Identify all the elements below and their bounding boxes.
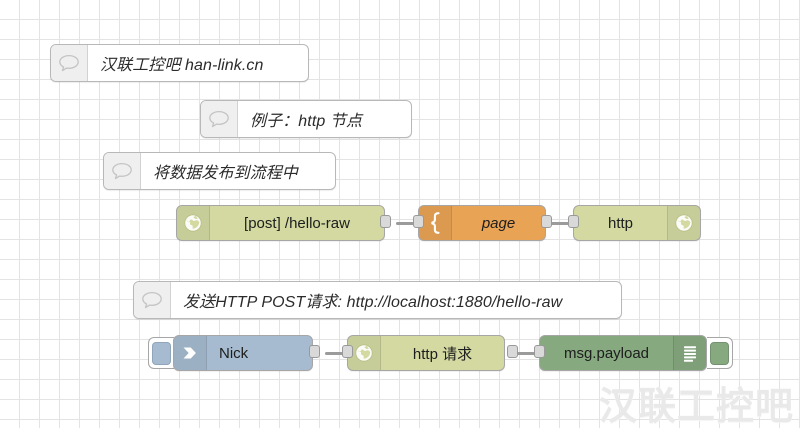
globe-icon (348, 336, 381, 370)
port-output-inject[interactable] (309, 345, 320, 358)
comment-label: 例子：http 节点 (250, 113, 363, 130)
port-output-template[interactable] (541, 215, 552, 228)
debug-button-pad (710, 341, 729, 365)
port-input-template[interactable] (413, 215, 424, 228)
node-template-page[interactable]: page (418, 205, 546, 241)
arrow-right-icon (174, 336, 207, 370)
wire-template-to-httpresponse (551, 222, 573, 225)
node-label: Nick (219, 344, 249, 362)
wire-httprequest-to-debug (517, 352, 539, 355)
node-inject[interactable]: Nick (173, 335, 313, 371)
wire-inject-to-httprequest (325, 352, 347, 355)
speech-bubble-icon (134, 282, 171, 318)
debug-lines-icon (673, 336, 706, 370)
globe-icon (177, 206, 210, 240)
port-input-http-response[interactable] (568, 215, 579, 228)
speech-bubble-icon (201, 101, 238, 137)
port-output-http-request[interactable] (507, 345, 518, 358)
brace-icon (419, 206, 452, 240)
node-http-response[interactable]: http (573, 205, 701, 241)
speech-bubble-icon (104, 153, 141, 189)
debug-toggle-button[interactable] (707, 337, 733, 369)
comment-label: 发送HTTP POST请求: http://localhost:1880/hel… (183, 294, 563, 311)
comment-node-title[interactable]: 汉联工控吧 han-link.cn (50, 44, 309, 82)
speech-bubble-icon (51, 45, 88, 81)
comment-label: 将数据发布到流程中 (153, 165, 298, 182)
comment-node-request[interactable]: 发送HTTP POST请求: http://localhost:1880/hel… (133, 281, 622, 319)
inject-button-pad (152, 341, 171, 365)
globe-icon (667, 206, 700, 240)
node-http-in[interactable]: [post] /hello-raw (176, 205, 385, 241)
node-label: http 请求 (412, 345, 473, 363)
comment-node-example[interactable]: 例子：http 节点 (200, 100, 412, 138)
node-debug[interactable]: msg.payload (539, 335, 707, 371)
port-input-debug[interactable] (534, 345, 545, 358)
wire-httpin-to-template (396, 222, 418, 225)
node-label: page (481, 214, 516, 232)
port-output-http-in[interactable] (380, 215, 391, 228)
comment-label: 汉联工控吧 han-link.cn (100, 57, 264, 74)
node-label: msg.payload (563, 344, 650, 362)
port-input-http-request[interactable] (342, 345, 353, 358)
node-label: [post] /hello-raw (244, 214, 350, 232)
inject-trigger-button[interactable] (148, 337, 174, 369)
node-label: http (607, 214, 634, 232)
comment-node-publish[interactable]: 将数据发布到流程中 (103, 152, 336, 190)
node-http-request[interactable]: http 请求 (347, 335, 505, 371)
watermark: 汉联工控吧 (598, 386, 794, 428)
